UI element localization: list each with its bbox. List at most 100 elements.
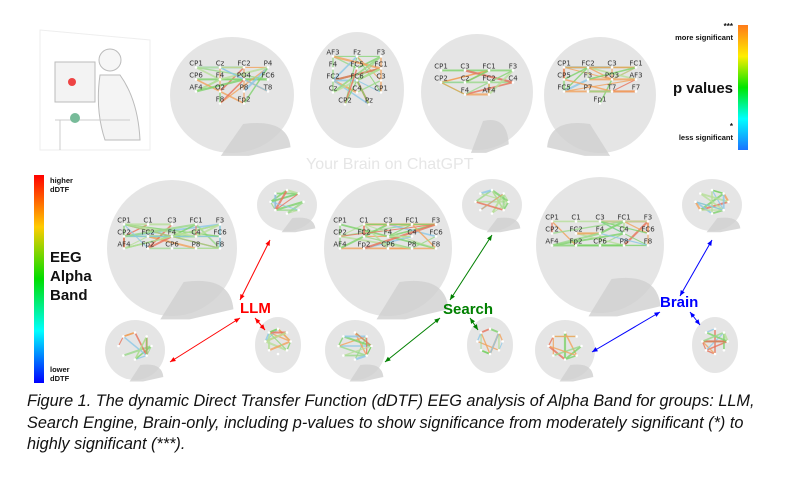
electrode-marker (552, 354, 555, 357)
electrode-label: FC5 (557, 83, 570, 91)
electrode-marker (646, 220, 650, 223)
electrode-marker (488, 327, 492, 331)
electrode-label: Fz (353, 48, 361, 56)
electrode-marker (331, 55, 335, 58)
electrode-marker (479, 192, 482, 195)
electrode-marker (694, 200, 697, 204)
electrode-marker (710, 188, 714, 192)
electrode-label: T7 (607, 83, 617, 91)
electrode-marker (701, 340, 704, 343)
electrode-marker (367, 103, 371, 106)
watermark: Your Brain on ChatGPT (306, 156, 474, 173)
electrode-marker (133, 331, 137, 334)
electrode-label: C3 (607, 59, 616, 67)
connectivity-edge (123, 223, 149, 249)
connectivity-edge (464, 81, 514, 96)
electrode-marker (488, 352, 492, 356)
electrode-label: AF3 (629, 71, 642, 79)
electrode-marker (170, 247, 174, 250)
electrode-marker (386, 247, 390, 250)
connectivity-edge (363, 223, 389, 250)
connectivity-edge (587, 66, 613, 80)
electrode-label: F4 (329, 60, 338, 68)
electrode-label: Fp2 (570, 237, 583, 245)
electrode-marker (194, 66, 198, 69)
electrode-marker (490, 188, 494, 192)
connectivity-edge (268, 332, 288, 351)
llm-head-small-bottom-side (105, 320, 165, 382)
search-head-small-top (467, 317, 513, 373)
electrode-label: CP1 (434, 62, 448, 70)
electrode-marker (562, 90, 566, 93)
pvalue-top-label: more significant (675, 33, 733, 42)
group-label-search: Search (443, 301, 494, 318)
electrode-marker (355, 79, 359, 82)
brain-arrow-to-top (689, 311, 701, 326)
electrode-marker (242, 90, 246, 93)
electrode-marker (487, 93, 491, 96)
electrode-marker (242, 78, 246, 81)
connectivity-edge (268, 340, 292, 352)
connectivity-edge (563, 66, 589, 92)
electrode-label: C4 (619, 225, 629, 233)
electrode-marker (501, 340, 504, 343)
electrode-marker (379, 91, 383, 94)
electrode-label: F4 (168, 228, 177, 236)
connectivity-edge (411, 235, 437, 249)
brain-arrow-to-bottom-side (591, 311, 661, 353)
connectivity-edge (599, 220, 625, 235)
electrode-marker (547, 344, 550, 348)
connectivity-edge (563, 66, 589, 81)
electrode-marker (355, 67, 359, 70)
electrode-marker (133, 358, 137, 361)
electrode-marker (289, 340, 292, 343)
connectivity-edge (366, 345, 373, 356)
electrode-marker (379, 55, 383, 58)
electrode-marker (586, 78, 590, 81)
electrode-marker (194, 78, 198, 81)
electrode-marker (285, 188, 289, 192)
electrode-label: F4 (384, 228, 393, 236)
electrode-label: FC2 (141, 228, 154, 236)
connectivity-edge (275, 200, 304, 212)
group-label-brain: Brain (660, 294, 699, 311)
dtf-top-label: higher dDTF (50, 176, 73, 194)
electrode-label: CP5 (557, 71, 571, 79)
electrode-label: FC6 (261, 71, 275, 79)
electrode-marker (575, 354, 578, 357)
electrode-marker (276, 352, 280, 356)
connectivity-edge (498, 332, 504, 342)
electrode-marker (574, 220, 578, 223)
electrode-label: CP2 (434, 74, 448, 82)
electrode-marker (267, 349, 271, 352)
electrode-marker (218, 102, 222, 105)
electrode-marker (598, 244, 602, 247)
electrode-label: F8 (216, 95, 224, 103)
connectivity-edge (363, 235, 413, 249)
electrode-label: Fp2 (238, 95, 251, 103)
electrode-marker (362, 235, 366, 238)
connectivity-edge (123, 331, 136, 338)
electrode-label: CP6 (593, 237, 607, 245)
electrode-marker (145, 335, 148, 338)
electrode-label: C1 (571, 213, 580, 221)
electrode-label: O2 (215, 83, 225, 91)
electrode-label: AF3 (326, 48, 339, 56)
electrode-marker (497, 331, 501, 334)
connectivity-edge (705, 328, 716, 334)
search-head-small-bottom-side (325, 320, 385, 382)
electrode-label: CP2 (333, 228, 347, 236)
electrode-marker (379, 79, 383, 82)
electrode-marker (598, 220, 602, 223)
electrode-label: C4 (191, 228, 201, 236)
connectivity-edge (599, 232, 625, 246)
figure-caption: Figure 1. The dynamic Direct Transfer Fu… (27, 392, 755, 453)
connectivity-edge (711, 189, 724, 195)
electrode-label: P8 (240, 83, 249, 91)
electrode-label: P7 (584, 83, 593, 91)
electrode-marker (370, 344, 373, 348)
electrode-marker (266, 90, 270, 93)
electrode-label: FC1 (189, 216, 202, 224)
connectivity-edge (711, 189, 725, 211)
